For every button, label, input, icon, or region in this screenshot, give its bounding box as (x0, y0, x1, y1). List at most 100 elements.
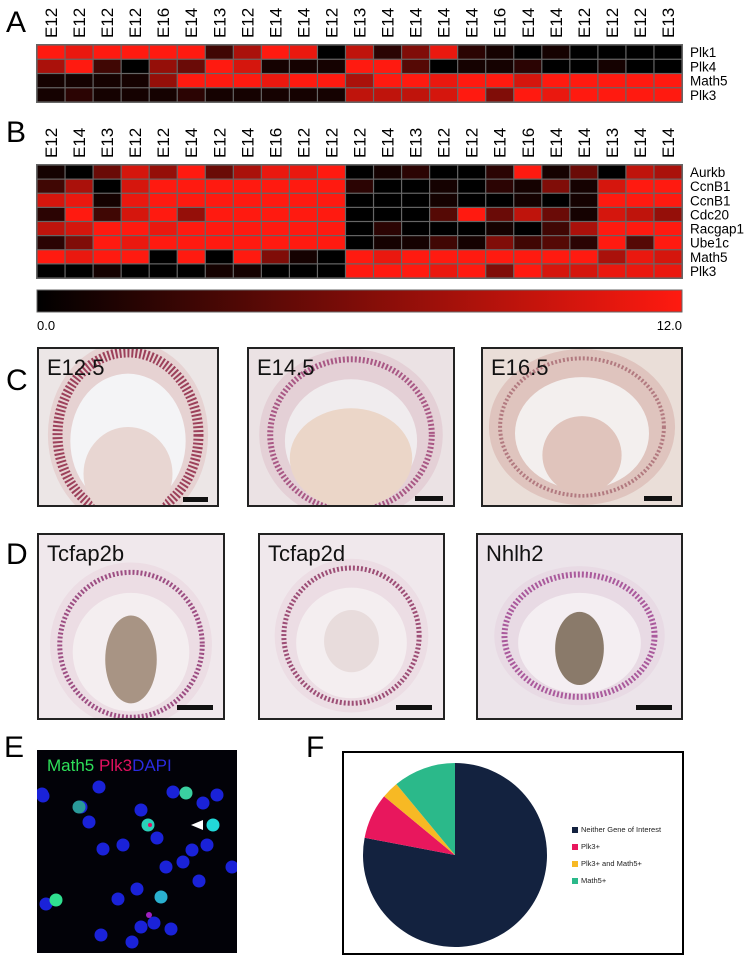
heatmap-cell (121, 193, 149, 207)
heatmap-cell (205, 193, 233, 207)
legend-item: Math5+ (572, 876, 606, 885)
heatmap-cell (65, 250, 93, 264)
heatmap-cell (458, 74, 486, 88)
dapi-nucleus (39, 897, 53, 911)
heatmap-cell (346, 59, 373, 73)
heatmap-cell (654, 88, 682, 102)
heatmap-cell (289, 222, 317, 236)
panel-label-c: C (6, 364, 28, 397)
row-label: Plk3 (690, 264, 716, 279)
heatmap-cell (374, 45, 401, 59)
heatmap-cell (402, 179, 430, 193)
heatmap-cell (542, 88, 570, 102)
heatmap-cell (402, 264, 430, 278)
legend-item: Plk3+ (572, 842, 600, 851)
heatmap-cell (205, 45, 233, 59)
column-label: E14 (631, 128, 650, 158)
heatmap-cell (318, 264, 345, 278)
row-label: Aurkb (690, 165, 725, 180)
heatmap-cell (514, 264, 542, 278)
heatmap-cell (570, 207, 598, 221)
heatmap-cell (654, 193, 682, 207)
heatmap-cell (93, 179, 121, 193)
legend-item: Plk3+ and Math5+ (572, 859, 642, 868)
heatmap-cell (121, 74, 149, 88)
heatmap-cell (514, 193, 542, 207)
heatmap-cell (626, 250, 654, 264)
column-label: E12 (435, 128, 454, 158)
heatmap-cell (121, 88, 149, 102)
heatmap-cell (430, 88, 458, 102)
heatmap-cell (177, 59, 205, 73)
heatmap-cell (149, 207, 177, 221)
math5-positive-cell (154, 890, 168, 904)
heatmap-cell (93, 59, 121, 73)
colorbar-max-label: 12.0 (657, 318, 682, 333)
heatmap-cell (654, 207, 682, 221)
heatmap-cell (93, 165, 121, 179)
column-label: E14 (70, 128, 89, 158)
heatmap-cell (65, 165, 93, 179)
column-label: E14 (379, 128, 398, 158)
heatmap-cell (121, 179, 149, 193)
heatmap-cell (430, 45, 458, 59)
heatmap-cell (149, 236, 177, 250)
tissue-section (483, 349, 681, 505)
heatmap-cell (149, 179, 177, 193)
heatmap-cell (93, 74, 121, 88)
heatmap-cell (289, 193, 317, 207)
dapi-nucleus (150, 831, 164, 845)
dapi-nucleus (82, 815, 96, 829)
row-label: CcnB1 (690, 179, 731, 194)
heatmap-cell (289, 207, 317, 221)
colorbar (36, 289, 683, 313)
column-label: E13 (351, 8, 370, 38)
column-label: E16 (154, 8, 173, 38)
heatmap-cell (233, 207, 261, 221)
heatmap-cell (486, 179, 514, 193)
heatmap-cell (205, 250, 233, 264)
heatmap-cell (626, 193, 654, 207)
column-label: E12 (42, 128, 61, 158)
heatmap-cell (486, 59, 514, 73)
heatmap-cell (570, 45, 598, 59)
heatmap-cell (374, 59, 401, 73)
row-label: Math5 (690, 250, 728, 265)
heatmap-cell (402, 88, 430, 102)
image-label: Tcfap2d (268, 541, 346, 566)
heatmap-cell (261, 222, 289, 236)
heatmap-cell (121, 165, 149, 179)
heatmap-cell (598, 236, 626, 250)
heatmap-cell (514, 74, 542, 88)
heatmap-cell (37, 179, 65, 193)
heatmap-cell (458, 165, 486, 179)
column-label: E12 (42, 8, 61, 38)
heatmap-cell (626, 236, 654, 250)
heatmap-cell (65, 59, 93, 73)
heatmap-cell (598, 74, 626, 88)
heatmap-cell (37, 207, 65, 221)
heatmap-cell (121, 250, 149, 264)
heatmap-cell (346, 222, 373, 236)
tissue-section (260, 535, 443, 718)
row-label: Plk3 (690, 88, 716, 103)
heatmap-cell (318, 236, 345, 250)
heatmap-cell (289, 250, 317, 264)
heatmap-cell (177, 236, 205, 250)
heatmap-cell (233, 74, 261, 88)
legend-swatch (572, 844, 578, 851)
heatmap-cell (598, 207, 626, 221)
heatmap-cell (458, 236, 486, 250)
math5-positive-cell (179, 786, 193, 800)
heatmap-cell (177, 250, 205, 264)
row-label: Cdc20 (690, 207, 729, 222)
cell-field (37, 780, 237, 949)
heatmap-cell (289, 74, 317, 88)
heatmap-cell (149, 59, 177, 73)
row-label: Plk1 (690, 45, 716, 60)
heatmap-cell (121, 236, 149, 250)
math5-positive-cell (49, 893, 63, 907)
heatmap-cell (205, 88, 233, 102)
arrowhead-left-icon (191, 820, 203, 830)
heatmap-cell (65, 88, 93, 102)
